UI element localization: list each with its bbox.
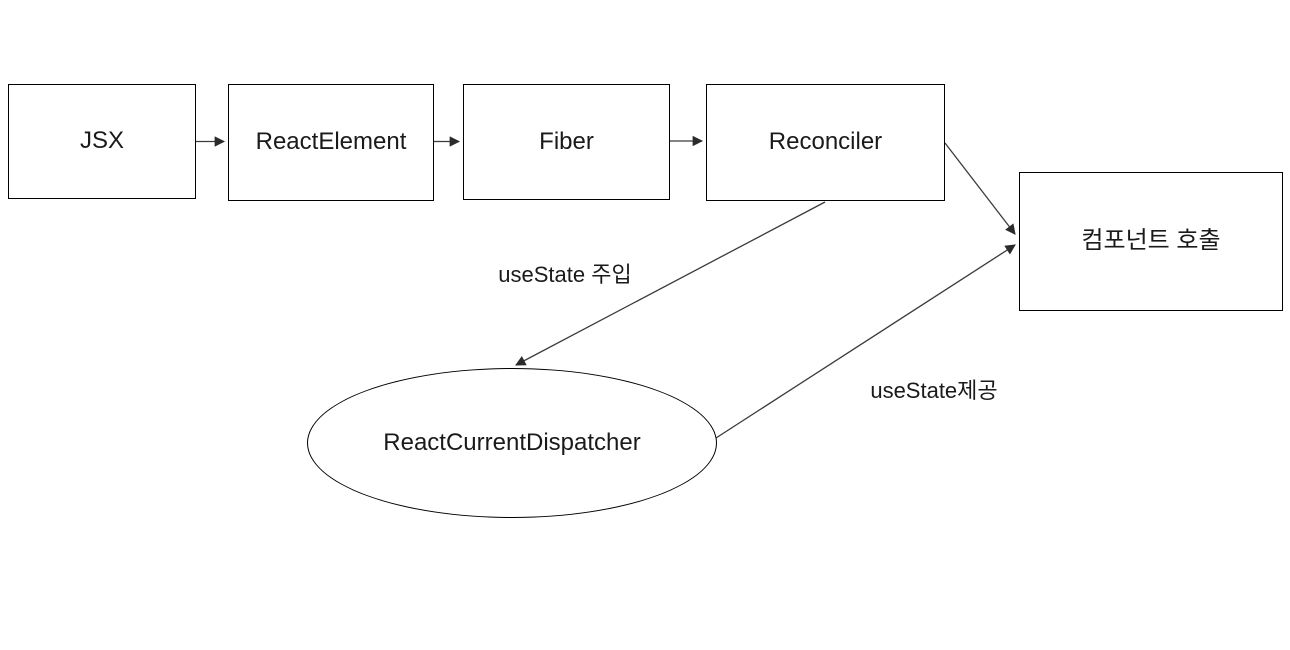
- arrow-dispatcher-to-component-call: [715, 244, 1016, 439]
- node-react-current-dispatcher-label: ReactCurrentDispatcher: [383, 428, 641, 456]
- node-reconciler: Reconciler: [706, 84, 945, 201]
- node-jsx-label: JSX: [79, 127, 124, 155]
- edge-label-usestate-inject: useState 주입: [498, 262, 632, 287]
- edge-label-usestate-provide: useState제공: [870, 378, 998, 403]
- node-fiber-label: Fiber: [539, 127, 594, 155]
- node-component-call-label: 컴포넌트 호출: [1081, 227, 1221, 255]
- node-react-current-dispatcher: ReactCurrentDispatcher: [307, 368, 717, 518]
- node-component-call: 컴포넌트 호출: [1019, 172, 1283, 311]
- node-reconciler-label: Reconciler: [768, 128, 883, 156]
- node-react-element-label: ReactElement: [255, 128, 407, 156]
- arrow-reconciler-to-component-call: [944, 142, 1016, 235]
- node-jsx: JSX: [8, 84, 196, 199]
- node-react-element: ReactElement: [228, 84, 434, 201]
- node-fiber: Fiber: [463, 84, 670, 200]
